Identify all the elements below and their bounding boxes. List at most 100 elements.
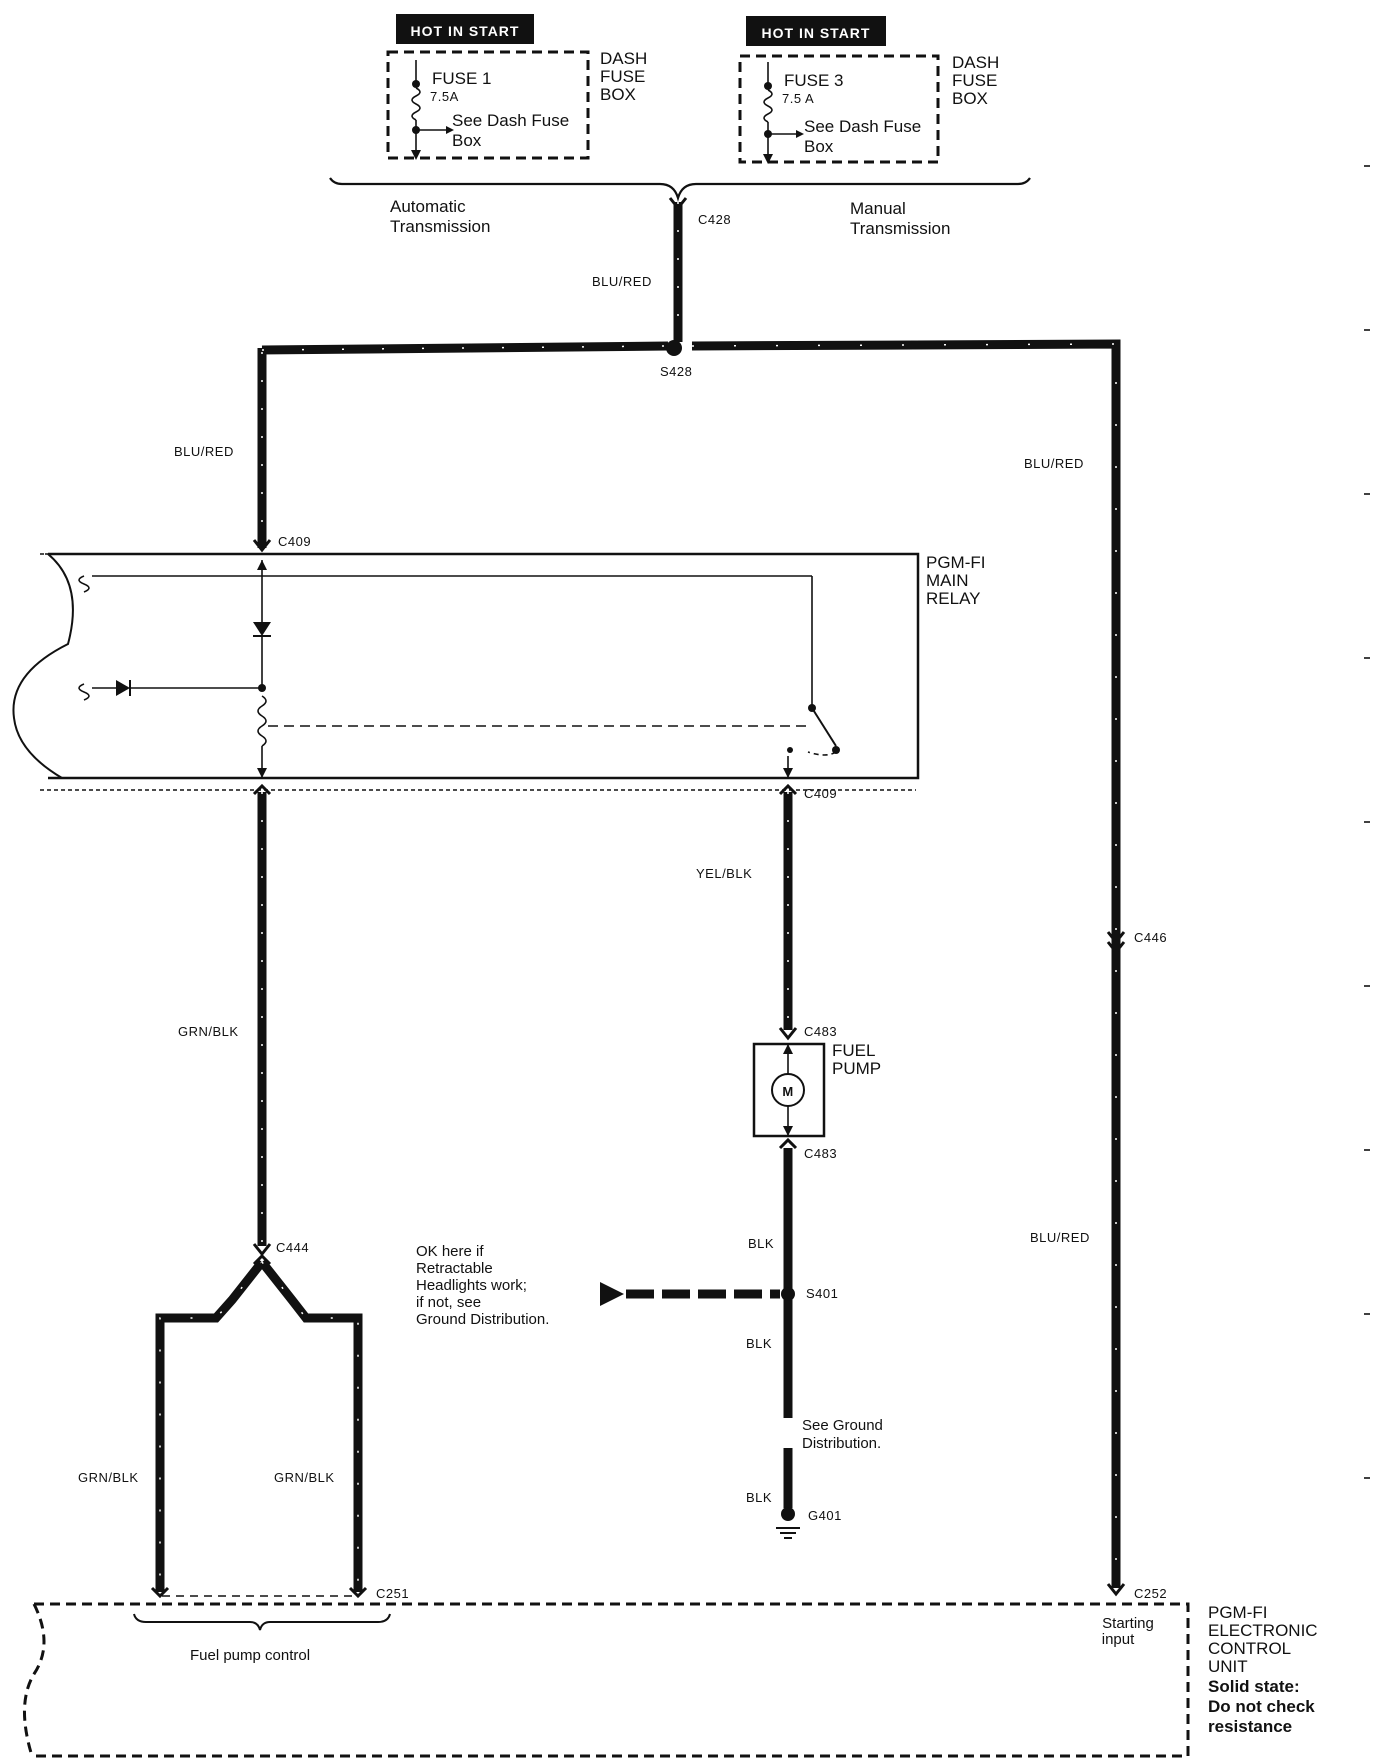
relay-label-3: RELAY: [926, 589, 981, 608]
splice-s428: [666, 340, 682, 356]
fuse-3-symbol: [763, 89, 773, 123]
starting-input-1: Starting: [1102, 1615, 1154, 1632]
color-blu-red-top: BLU/RED: [592, 274, 652, 289]
label-c409-top: C409: [278, 534, 311, 549]
color-blk-3: BLK: [746, 1490, 772, 1505]
ecu-label-3: CONTROL: [1208, 1639, 1291, 1658]
connector-labels: C428 S428 C409 C409 C446 C483 C483 S401 …: [276, 212, 1167, 1601]
color-blu-red-right-lower: BLU/RED: [1030, 1230, 1090, 1245]
splice-s401: [781, 1287, 795, 1301]
page-edge-marks: [1364, 165, 1370, 1479]
color-grn-blk-main: GRN/BLK: [178, 1024, 239, 1039]
motor-symbol: M: [782, 1084, 793, 1099]
fuse-1-name: FUSE 1: [432, 69, 492, 88]
ecu-note-2: Do not check: [1208, 1697, 1315, 1716]
ground-link-arrow-icon: [600, 1282, 624, 1306]
color-blu-red-left: BLU/RED: [174, 444, 234, 459]
wire-blu-red-right: [691, 339, 1121, 1588]
svg-text:OK here if: OK here if: [416, 1243, 484, 1260]
hot-in-start-label-1: HOT IN START: [411, 23, 520, 39]
fuse-3-rating: 7.5 A: [782, 91, 814, 106]
fuse-box-3-outline: [738, 54, 940, 164]
hot-in-start-badge-2: [746, 16, 886, 46]
fuse-box-3-label-2: FUSE: [952, 71, 997, 90]
svg-text:Retractable: Retractable: [416, 1260, 493, 1277]
fuel-pump-control-label: Fuel pump control: [190, 1647, 310, 1664]
manual-transmission-1: Manual: [850, 199, 906, 218]
svg-text:if not, see: if not, see: [416, 1294, 481, 1311]
wire-grn-blk-left: [155, 1259, 266, 1592]
fuse-box-1-label-3: BOX: [600, 85, 636, 104]
see-ground-note: See Ground Distribution.: [796, 1417, 896, 1454]
fuse-box-1-label-2: FUSE: [600, 67, 645, 86]
label-c444: C444: [276, 1240, 309, 1255]
relay-label-2: MAIN: [926, 571, 969, 590]
ecu-label-4: UNIT: [1208, 1657, 1248, 1676]
wires: [155, 202, 1121, 1592]
hot-in-start-badge-1: [396, 14, 534, 44]
label-s401: S401: [806, 1286, 838, 1301]
label-c409-bottom: C409: [804, 786, 837, 801]
ground-g401-icon: [776, 1507, 800, 1539]
svg-text:Ground Distribution.: Ground Distribution.: [416, 1311, 549, 1328]
connector-markers: [150, 197, 1126, 1599]
fuse-3-name: FUSE 3: [784, 71, 844, 90]
label-c251: C251: [376, 1586, 409, 1601]
fuse-box-3-label-3: BOX: [952, 89, 988, 108]
fuel-pump: M FUEL PUMP: [752, 1041, 881, 1138]
ecu-note-3: resistance: [1208, 1717, 1292, 1736]
svg-text:Distribution.: Distribution.: [802, 1435, 881, 1452]
relay-diode-2-icon: [116, 680, 130, 696]
color-grn-blk-right: GRN/BLK: [274, 1470, 335, 1485]
fuse-box-1-label-1: DASH: [600, 49, 647, 68]
relay-label-1: PGM-FI: [926, 553, 986, 572]
label-s428: S428: [660, 364, 692, 379]
color-grn-blk-left: GRN/BLK: [78, 1470, 139, 1485]
wire-grn-blk-right: [258, 1259, 363, 1592]
label-c252: C252: [1134, 1586, 1167, 1601]
ecu-label-2: ELECTRONIC: [1208, 1621, 1318, 1640]
fuel-pump-label-1: FUEL: [832, 1041, 875, 1060]
transmission-brace: [329, 177, 1031, 202]
label-c483-bottom: C483: [804, 1146, 837, 1161]
label-c428: C428: [698, 212, 731, 227]
ecu-outline: [34, 1602, 1190, 1758]
fuse-box-1: HOT IN START FUSE 1 7.5A See Dash Fuse B…: [386, 14, 647, 160]
fuel-pump-control-brace: [133, 1613, 391, 1631]
fuse-1-see-ref-1: See Dash Fuse: [452, 111, 569, 130]
fuse-box-3: HOT IN START FUSE 3 7.5 A See Dash Fuse …: [738, 16, 999, 164]
color-blk-2: BLK: [746, 1336, 772, 1351]
ecu-note-1: Solid state:: [1208, 1677, 1300, 1696]
manual-transmission-2: Transmission: [850, 219, 950, 238]
hot-in-start-label-2: HOT IN START: [762, 25, 871, 41]
color-blk-1: BLK: [748, 1236, 774, 1251]
relay-outline: [48, 552, 920, 780]
fuse-3-see-ref-2: Box: [804, 137, 834, 156]
svg-text:See Ground: See Ground: [802, 1417, 883, 1434]
relay-coil-icon: [257, 695, 267, 747]
fuse-box-1-outline: [386, 50, 590, 160]
ground-check-note: OK here if Retractable Headlights work; …: [416, 1243, 549, 1328]
ecu-label-1: PGM-FI: [1208, 1603, 1268, 1622]
fuse-1-see-ref-2: Box: [452, 131, 482, 150]
pgm-fi-main-relay: PGM-FI MAIN RELAY: [12, 552, 986, 791]
color-yel-blk: YEL/BLK: [696, 866, 752, 881]
label-g401: G401: [808, 1508, 842, 1523]
label-c483-top: C483: [804, 1024, 837, 1039]
fuse-3-see-ref-1: See Dash Fuse: [804, 117, 921, 136]
label-c446: C446: [1134, 930, 1167, 945]
fuse-box-3-label-1: DASH: [952, 53, 999, 72]
fuel-pump-label-2: PUMP: [832, 1059, 881, 1078]
svg-text:Headlights work;: Headlights work;: [416, 1277, 527, 1294]
relay-diode-1-icon: [253, 622, 271, 636]
fuse-1-rating: 7.5A: [430, 89, 459, 104]
fuel-pump-outline: [752, 1042, 826, 1138]
pgm-fi-ecu: Fuel pump control Starting input PGM-FI …: [23, 1595, 1318, 1758]
automatic-transmission-2: Transmission: [390, 217, 490, 236]
starting-input-2: input: [1102, 1631, 1135, 1648]
fuse-1-symbol: [411, 87, 421, 121]
wire-color-labels: BLU/RED BLU/RED BLU/RED BLU/RED YEL/BLK …: [78, 274, 1090, 1505]
automatic-transmission-1: Automatic: [390, 197, 466, 216]
color-blu-red-right-upper: BLU/RED: [1024, 456, 1084, 471]
